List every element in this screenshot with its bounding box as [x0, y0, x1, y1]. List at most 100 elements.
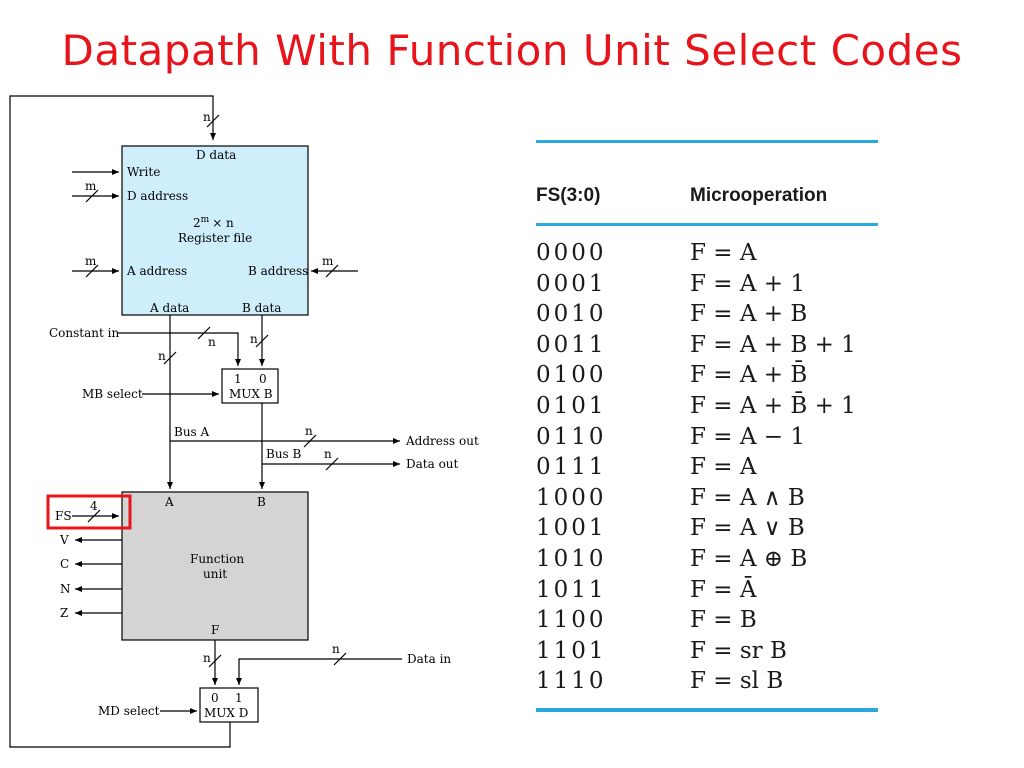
microoperation: F = B [690, 607, 757, 634]
label-n-dataout: n [324, 447, 332, 461]
microoperation: F = A + B̄ [690, 362, 808, 389]
label-md-select: MD select [98, 704, 160, 718]
label-n-const: n [208, 335, 216, 349]
label-bus-width: n [203, 110, 211, 124]
register-file [121, 145, 309, 316]
table-row: 0010 F = A + B [536, 299, 878, 329]
table-row: 1010 F = A ⊕ B [536, 544, 878, 574]
label-b-address: B address [248, 264, 308, 278]
microoperation: F = A + 1 [690, 270, 805, 297]
table-row: 0111 F = A [536, 452, 878, 482]
label-fs: FS [55, 509, 72, 523]
label-muxb-in0: 0 [259, 372, 267, 386]
table-header-rule [536, 223, 878, 226]
table-header: FS(3:0) Microoperation [536, 143, 878, 223]
label-v: V [59, 533, 69, 547]
label-n-addrout: n [305, 424, 313, 438]
label-b-data: B data [242, 301, 281, 315]
table-row: 1110 F = sl B [536, 666, 878, 696]
table-row: 0101 F = A + B̄ + 1 [536, 391, 878, 421]
function-select-table: FS(3:0) Microoperation 0000 F = A 0001 F = … [536, 140, 878, 712]
label-muxd-in1: 1 [235, 691, 243, 705]
label-mux-b: MUX B [229, 387, 273, 401]
label-write: Write [127, 165, 160, 179]
header-fs: FS(3:0) [536, 185, 601, 206]
label-n-datain: n [332, 642, 340, 656]
label-fu-a: A [164, 495, 174, 509]
label-data-in: Data in [407, 652, 451, 666]
label-m-baddr: m [322, 254, 334, 268]
label-unit: unit [203, 567, 227, 581]
label-constant-in: Constant in [49, 326, 119, 340]
label-fu-f: F [211, 623, 219, 637]
label-z: Z [60, 606, 68, 620]
label-register-file: Register file [178, 231, 252, 245]
microoperation: F = Ā [690, 576, 757, 603]
microoperation: F = A ⊕ B [690, 546, 808, 572]
fs-highlight-box [46, 494, 132, 530]
microoperation: F = A + B + 1 [690, 331, 856, 358]
label-data-out: Data out [406, 457, 459, 471]
microoperation: F = A − 1 [690, 423, 805, 450]
constant-in-wire [118, 332, 241, 366]
feedback-wire [9, 95, 231, 748]
fs-code: 1100 [536, 607, 607, 634]
data-in-wire [236, 658, 402, 685]
label-c: C [60, 557, 69, 571]
table-row: 1100 F = B [536, 605, 878, 635]
table-row: 0110 F = A − 1 [536, 422, 878, 452]
table-row: 1011 F = Ā [536, 575, 878, 605]
label-m-daddr: m [85, 179, 97, 193]
fs-code: 1010 [536, 546, 607, 572]
fs-code: 1110 [536, 668, 607, 695]
table-row: 1000 F = A ∧ B [536, 483, 878, 513]
microoperation: F = sr B [690, 637, 787, 664]
fs-code: 0100 [536, 362, 607, 389]
microoperation: F = A + B̄ + 1 [690, 393, 856, 419]
mux-b [221, 368, 279, 404]
microoperation: F = A ∧ B [690, 484, 805, 511]
table-row: 1101 F = sr B [536, 636, 878, 666]
header-microoperation: Microoperation [690, 185, 828, 206]
microoperation: F = A + B [690, 301, 808, 328]
fs-code: 1001 [536, 515, 607, 542]
label-fs-width: 4 [90, 499, 98, 513]
label-n: N [60, 582, 71, 596]
fs-code: 0011 [536, 331, 607, 358]
table-row: 0000 F = A [536, 238, 878, 268]
label-fu-b: B [257, 495, 266, 509]
microoperation: F = A [690, 454, 757, 481]
table-row: 0100 F = A + B̄ [536, 360, 878, 390]
fs-code: 0111 [536, 454, 607, 481]
fs-code: 0110 [536, 423, 607, 450]
label-function: Function [190, 552, 244, 566]
microoperation: F = sl B [690, 668, 784, 695]
label-a-address: A address [126, 264, 187, 278]
function-unit [121, 491, 309, 641]
label-n-bdata: n [250, 332, 258, 346]
slide-title: Datapath With Function Unit Select Codes [61, 26, 963, 75]
table-top-rule [536, 140, 878, 143]
fs-code: 0010 [536, 301, 607, 328]
label-n-f: n [203, 651, 211, 665]
datapath-diagram: n D data Write m D address 2m× n Registe… [9, 95, 479, 748]
fs-code: 1000 [536, 484, 607, 511]
fs-code: 1101 [536, 637, 607, 664]
label-address-out: Address out [405, 434, 479, 448]
fs-code: 0101 [536, 393, 607, 419]
label-muxd-in0: 0 [211, 691, 219, 705]
table-row: 1001 F = A ∨ B [536, 513, 878, 543]
label-bus-b: Bus B [266, 447, 302, 461]
label-d-address: D address [127, 189, 188, 203]
label-n-busa: n [158, 349, 166, 363]
fs-code: 1011 [536, 576, 607, 603]
microoperation: F = A [690, 240, 757, 266]
microoperation: F = A ∨ B [690, 515, 805, 542]
fs-code: 0001 [536, 270, 607, 297]
label-muxb-in1: 1 [234, 372, 242, 386]
fs-code: 0000 [536, 240, 607, 266]
label-a-data: A data [149, 301, 189, 315]
label-d-data: D data [196, 148, 236, 162]
label-regfile-size: 2m× n [193, 215, 234, 230]
table-row: 0011 F = A + B + 1 [536, 330, 878, 360]
